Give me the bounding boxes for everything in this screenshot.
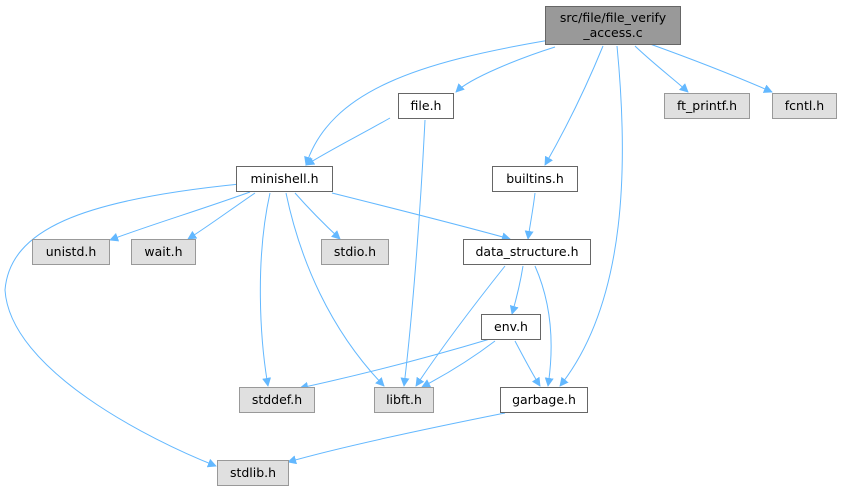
- node-stdio-h: stdio.h: [321, 239, 389, 265]
- node-wait-h: wait.h: [131, 239, 196, 265]
- edge-env-h-to-stddef-h: [299, 338, 491, 391]
- edge-builtins-h-to-data-structure-h: [524, 192, 536, 240]
- edge-env-h-to-libft-h: [421, 340, 496, 388]
- edge-root-to-builtins-h: [544, 45, 604, 166]
- node-fcntl-h: fcntl.h: [772, 93, 837, 119]
- edge-data-structure-h-to-libft-h: [415, 265, 506, 387]
- edge-data-structure-h-to-env-h: [509, 265, 524, 315]
- edge-root-to-fcntl-h: [649, 43, 773, 93]
- node-libft-h: libft.h: [374, 387, 434, 413]
- edge-root-to-ft-printf-h: [634, 45, 689, 93]
- edge-root-to-file-h: [455, 46, 556, 93]
- node-stddef-h: stddef.h: [239, 387, 315, 413]
- node-minishell-h[interactable]: minishell.h: [236, 166, 333, 192]
- node-builtins-h[interactable]: builtins.h: [492, 166, 578, 192]
- edge-minishell-h-to-libft-h: [285, 192, 385, 387]
- edge-root-to-minishell-h: [304, 39, 551, 166]
- edge-minishell-h-to-stddef-h: [259, 192, 272, 387]
- edge-root-to-garbage-h: [559, 45, 623, 387]
- edge-file-h-to-libft-h: [400, 119, 426, 387]
- node-ft-printf-h: ft_printf.h: [664, 93, 750, 119]
- edge-minishell-h-to-data-structure-h: [331, 192, 511, 242]
- edge-minishell-h-to-stdlib-h: [4, 183, 241, 468]
- edge-file-h-to-minishell-h: [305, 117, 391, 166]
- edge-env-h-to-garbage-h: [514, 340, 541, 387]
- edge-minishell-h-to-stdio-h: [294, 192, 341, 240]
- node-data-structure-h[interactable]: data_structure.h: [463, 239, 591, 265]
- edge-minishell-h-to-unistd-h: [109, 191, 251, 242]
- edge-minishell-h-to-wait-h: [187, 192, 256, 240]
- node-garbage-h[interactable]: garbage.h: [500, 387, 588, 413]
- edge-data-structure-h-to-garbage-h: [534, 265, 554, 387]
- node-src-file-file-verify-access-c[interactable]: src/file/file_verify _access.c: [545, 6, 681, 45]
- node-stdlib-h: stdlib.h: [217, 460, 289, 486]
- node-file-h[interactable]: file.h: [398, 93, 454, 119]
- node-env-h[interactable]: env.h: [481, 314, 541, 340]
- node-unistd-h: unistd.h: [32, 239, 110, 265]
- edge-garbage-h-to-stdlib-h: [287, 412, 506, 465]
